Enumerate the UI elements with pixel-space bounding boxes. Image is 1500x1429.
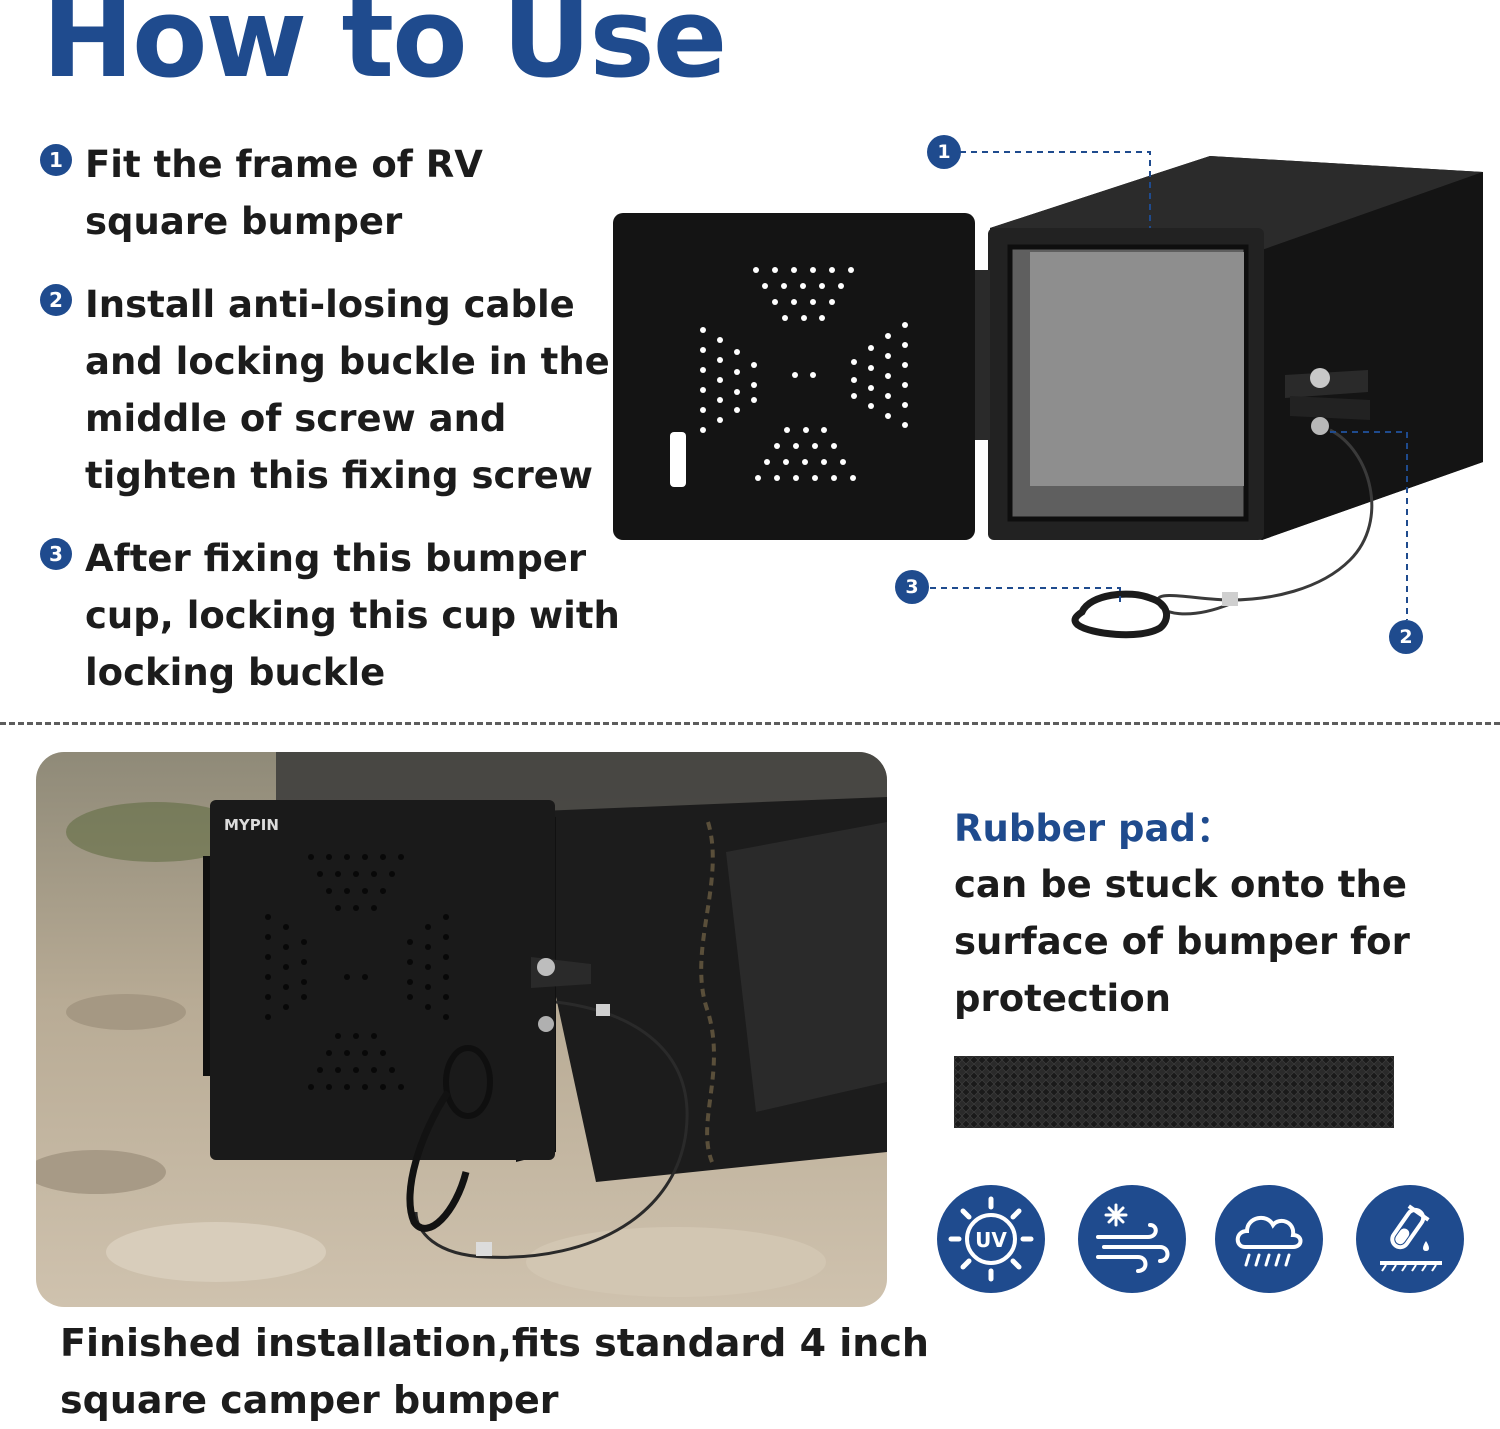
callout-1: 1 (927, 135, 961, 169)
photo-caption: Finished installation,fits standard 4 in… (60, 1321, 929, 1422)
page-title: How to Use (42, 0, 727, 102)
step-3-number: 3 (40, 538, 72, 570)
vent-holes (700, 267, 908, 481)
uv-resistant-icon: UV (937, 1185, 1045, 1293)
step-3-text: After fixing this bumper cup, locking th… (85, 537, 620, 694)
door-slot (670, 432, 686, 487)
installation-photo: MYPIN (36, 752, 887, 1307)
corrosion-resistant-icon (1356, 1185, 1464, 1293)
rubber-pad-title: Rubber pad： (954, 807, 1233, 850)
step-1-number: 1 (40, 144, 72, 176)
step-2: 2 Install anti-losing cable and locking … (40, 276, 625, 504)
product-illustration (613, 151, 1483, 639)
cold-wind-resistant-icon (1078, 1185, 1186, 1293)
step-3: 3 After fixing this bumper cup, locking … (40, 530, 625, 701)
uv-label: UV (975, 1228, 1007, 1252)
rain-proof-icon (1215, 1185, 1323, 1293)
step-2-text: Install anti-losing cable and locking bu… (85, 283, 610, 497)
callout-3: 3 (895, 570, 929, 604)
section-divider (0, 722, 1500, 725)
step-1-text: Fit the frame of RV square bumper (85, 143, 483, 243)
step-1: 1 Fit the frame of RV square bumper (40, 136, 625, 250)
brand-logo: MYPIN (224, 816, 279, 834)
rubber-pad-description: can be stuck onto the surface of bumper … (954, 863, 1410, 1020)
rubber-pad-swatch (954, 1056, 1394, 1128)
callout-2: 2 (1389, 620, 1423, 654)
step-2-number: 2 (40, 284, 72, 316)
